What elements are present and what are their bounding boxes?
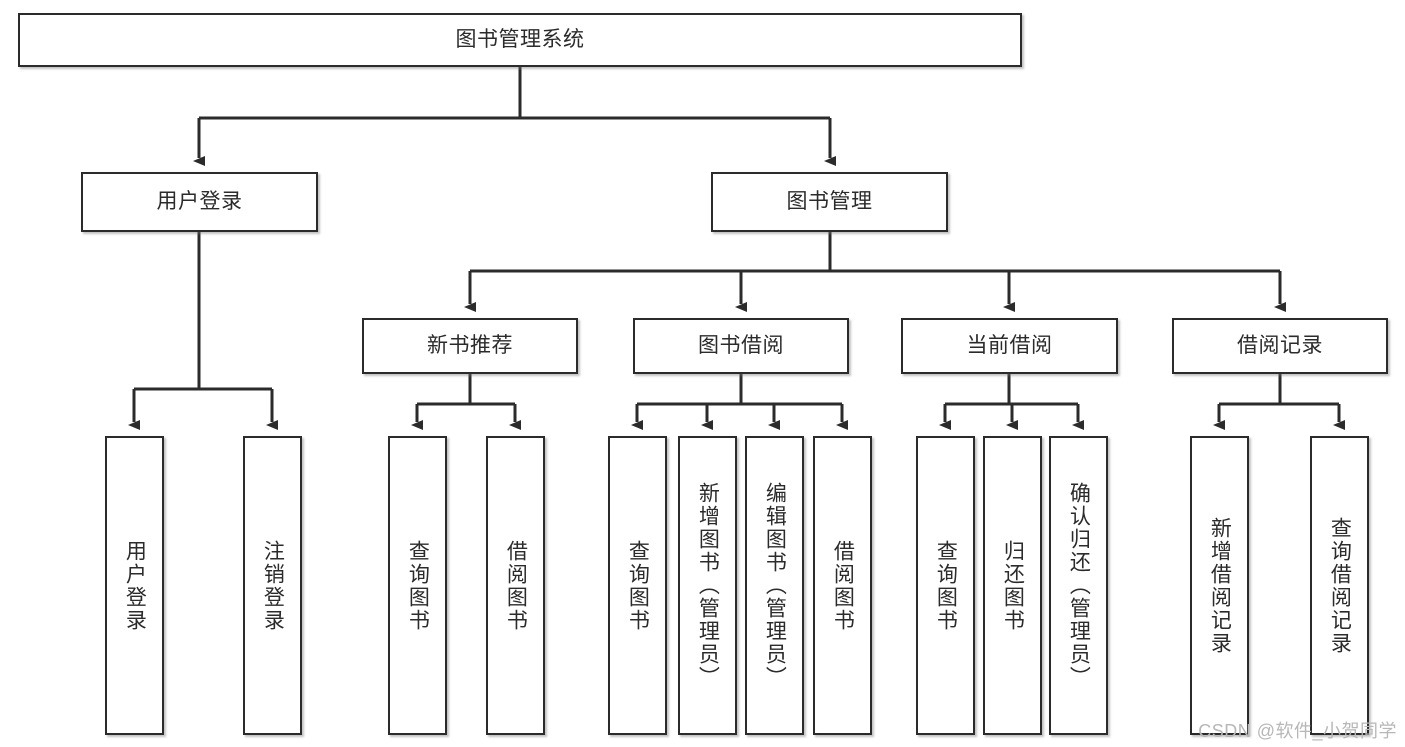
node-user-login-label: 用户登录 [156, 189, 243, 213]
node-leaf-add-book-label: 新增图书（管理员） [696, 482, 720, 689]
node-new-book-recommend-label: 新书推荐 [427, 333, 513, 357]
node-root-label: 图书管理系统 [455, 27, 585, 51]
node-leaf-return-book-label: 归还图书 [1001, 539, 1025, 632]
connector-borrowrecord-to-leaves [1213, 374, 1345, 430]
node-leaf-borrow-book-1[interactable]: 借阅图书 [486, 436, 545, 735]
connector-newbook-to-leaves [411, 374, 521, 430]
connector-bookmanage-to-level3 [464, 232, 1286, 312]
node-leaf-confirm-return-label: 确认归还（管理员） [1067, 482, 1091, 689]
connector-userlogin-to-leaves [128, 232, 278, 430]
node-new-book-recommend[interactable]: 新书推荐 [362, 318, 578, 374]
node-leaf-add-record-label: 新增借阅记录 [1208, 516, 1232, 655]
node-leaf-edit-book[interactable]: 编辑图书（管理员） [745, 436, 804, 735]
connector-currentborrow-to-leaves [939, 374, 1084, 430]
node-leaf-confirm-return[interactable]: 确认归还（管理员） [1049, 436, 1108, 735]
node-leaf-query-record-label: 查询借阅记录 [1328, 516, 1352, 655]
csdn-watermark: CSDN @软件_小贺同学 [1198, 721, 1397, 741]
node-leaf-borrow-book-2[interactable]: 借阅图书 [813, 436, 872, 735]
node-borrow-record-label: 借阅记录 [1237, 333, 1323, 357]
connector-bookborrow-to-leaves [631, 374, 848, 430]
connector-root-to-level2 [193, 67, 836, 166]
node-leaf-query-book-3[interactable]: 查询图书 [916, 436, 975, 735]
node-leaf-user-logout-label: 注销登录 [261, 539, 285, 632]
node-leaf-user-login-label: 用户登录 [123, 539, 147, 632]
node-leaf-add-book[interactable]: 新增图书（管理员） [678, 436, 737, 735]
node-borrow-record[interactable]: 借阅记录 [1172, 318, 1388, 374]
node-book-manage[interactable]: 图书管理 [711, 172, 948, 232]
node-leaf-return-book[interactable]: 归还图书 [983, 436, 1042, 735]
node-book-borrow[interactable]: 图书借阅 [633, 318, 849, 374]
node-root[interactable]: 图书管理系统 [18, 13, 1022, 67]
node-current-borrow[interactable]: 当前借阅 [901, 318, 1118, 374]
node-current-borrow-label: 当前借阅 [966, 333, 1053, 357]
node-leaf-query-book-1-label: 查询图书 [406, 539, 430, 632]
node-leaf-query-book-2[interactable]: 查询图书 [608, 436, 667, 735]
node-book-borrow-label: 图书借阅 [698, 333, 784, 357]
node-leaf-add-record[interactable]: 新增借阅记录 [1190, 436, 1249, 735]
node-user-login[interactable]: 用户登录 [81, 172, 318, 232]
node-leaf-borrow-book-1-label: 借阅图书 [504, 539, 528, 632]
node-leaf-user-login[interactable]: 用户登录 [105, 436, 164, 735]
node-leaf-query-book-2-label: 查询图书 [626, 539, 650, 632]
node-leaf-query-book-3-label: 查询图书 [934, 539, 958, 632]
node-leaf-user-logout[interactable]: 注销登录 [243, 436, 302, 735]
node-leaf-borrow-book-2-label: 借阅图书 [831, 539, 855, 632]
node-leaf-query-record[interactable]: 查询借阅记录 [1310, 436, 1369, 735]
node-book-manage-label: 图书管理 [786, 189, 873, 213]
node-leaf-edit-book-label: 编辑图书（管理员） [763, 482, 787, 689]
node-leaf-query-book-1[interactable]: 查询图书 [388, 436, 447, 735]
